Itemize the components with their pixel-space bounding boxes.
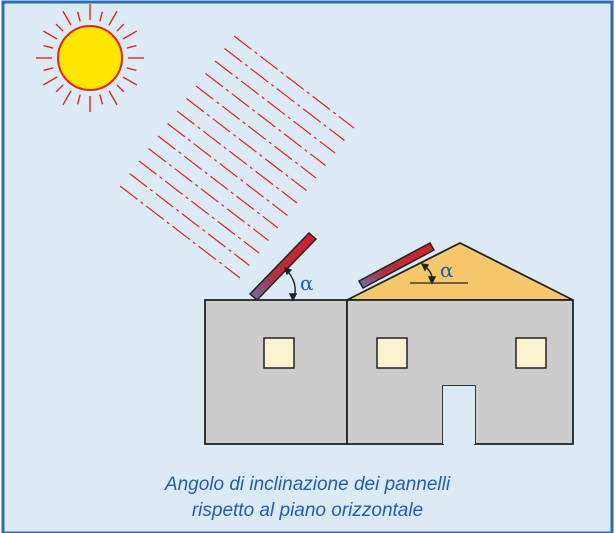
sunlight-beam [167,123,288,216]
sunlight-beam [214,60,336,154]
sunlight-beam [119,185,241,279]
sunlight-beam [157,135,279,229]
caption-line-1: Angolo di inclinazione dei pannelli [164,474,451,495]
sunlight-beam [176,110,298,204]
sun-ray [99,11,104,22]
sun-rays [36,4,144,112]
sun-ray [116,84,125,93]
sunlight-beam [186,98,307,191]
solar-panel-pitched-roof [357,241,436,290]
sun-ray [76,11,81,22]
sun-ray [116,23,125,32]
sun-ray [122,30,138,40]
sunlight-beam [224,48,345,141]
caption-line-2: rispetto al piano orizzontale [191,500,424,521]
sunlight-beams [119,35,355,279]
sun-ray [126,44,137,49]
left-building-window [263,337,295,369]
sun-ray [108,10,118,26]
sunlight-beam [148,148,269,241]
sun-ray [76,94,81,105]
sun-ray [55,84,64,93]
angle-symbol-right: α [440,258,454,282]
sun-icon [57,25,123,91]
angle-indicator-pitched-roof [420,263,437,285]
right-building-window-right [515,337,547,369]
angle-indicator-flat-roof [283,266,298,302]
sun-ray [43,67,54,72]
sunlight-beam [138,160,260,254]
sun-ray [126,67,137,72]
sun-ray [42,76,58,86]
door-opening [443,386,475,444]
right-building-window-left [376,337,408,369]
sun-ray [42,30,58,40]
sun-ray [43,44,54,49]
sunlight-beam [195,85,317,179]
sunlight-beam [205,73,326,166]
sun-ray [122,76,138,86]
sun-ray [62,90,72,106]
sunlight-beam [233,35,355,129]
sun-ray [99,94,104,105]
sunlight-beam [129,173,250,266]
sun-ray [62,10,72,26]
sun-ray [55,23,64,32]
angle-symbol-left: α [300,271,314,295]
solar-panel-flat-roof [248,231,318,302]
sun-ray [108,90,118,106]
left-building [204,299,348,445]
